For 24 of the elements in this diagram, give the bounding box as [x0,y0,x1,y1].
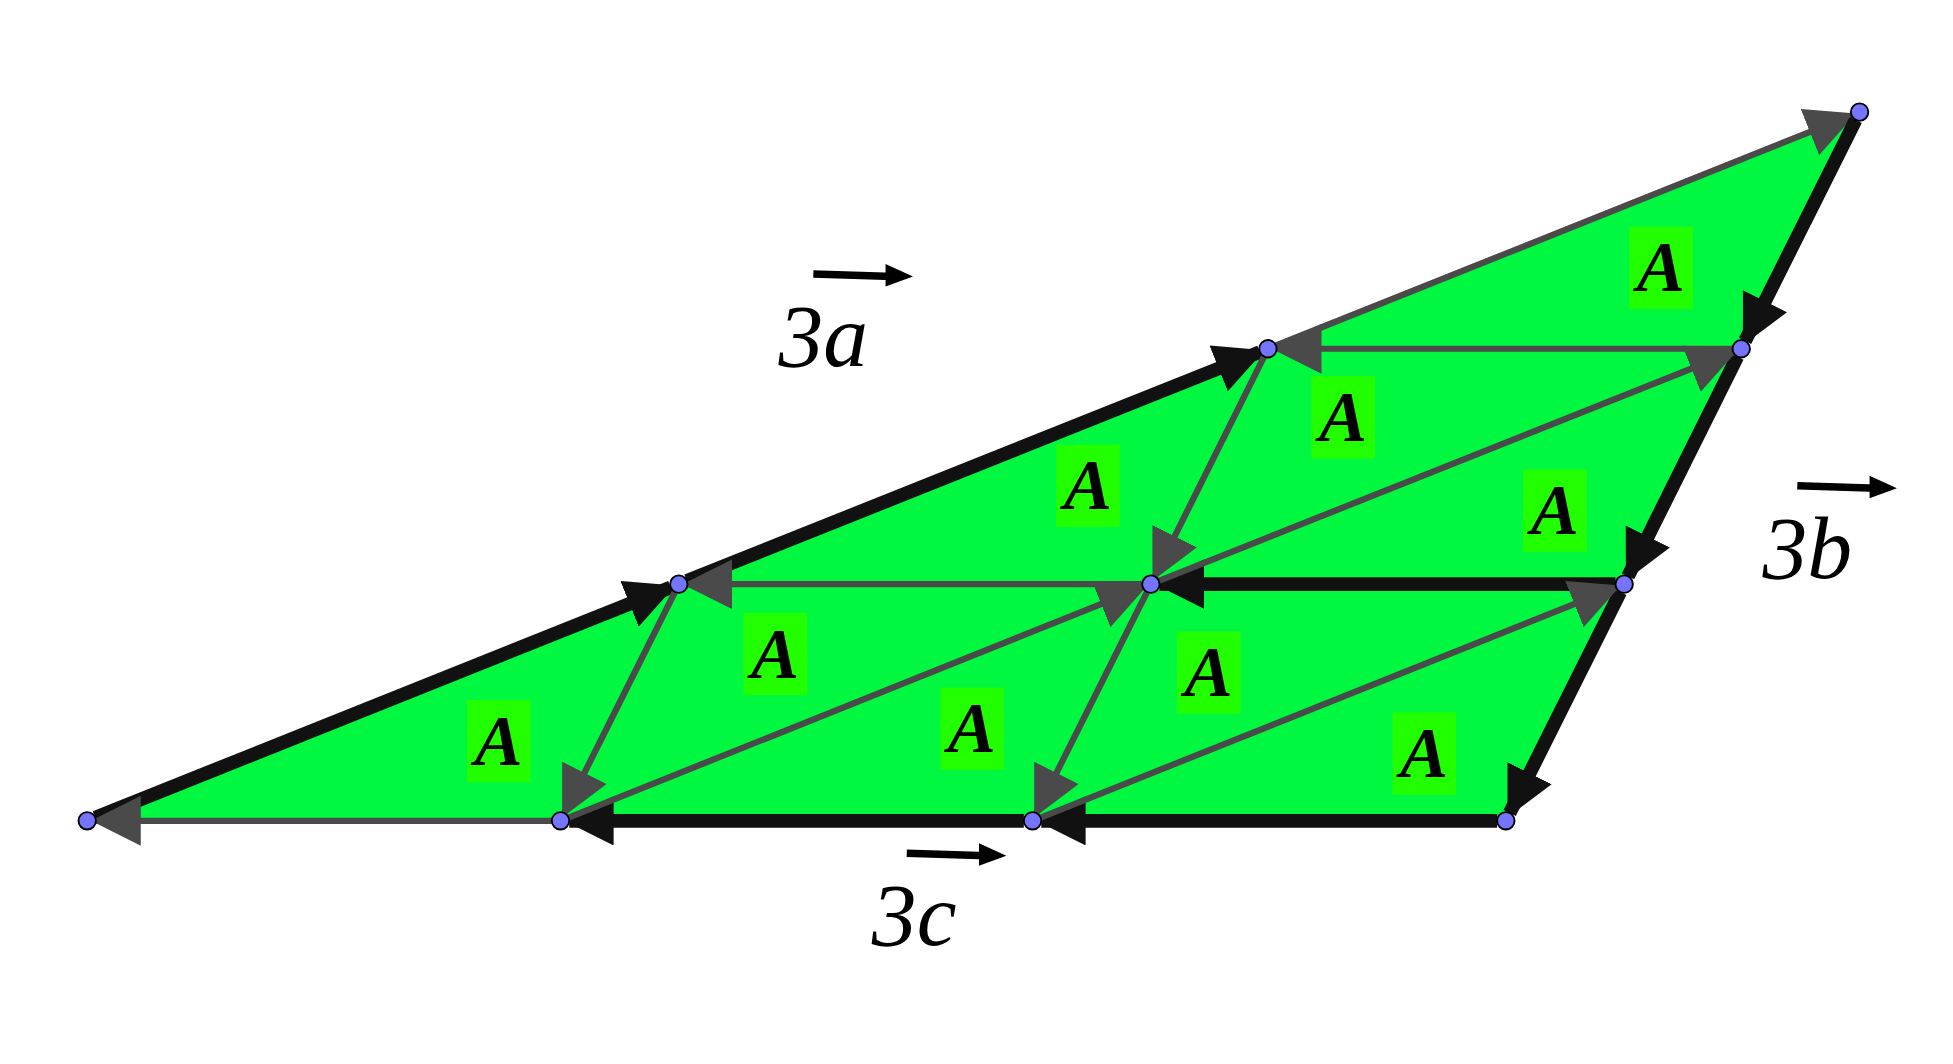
vector-arrow [1503,588,1627,818]
vertex-point [550,811,571,831]
vector-label: 3a [778,291,869,382]
vertex-point [1258,339,1278,359]
vertex-point [1614,574,1634,594]
vertex-point [669,574,689,594]
area-label: A [1523,469,1587,552]
vector-arrow [1739,116,1862,346]
area-label: A [940,687,1004,770]
vertex-point [1141,574,1161,594]
area-label: A [1629,226,1693,309]
area-label: A [1311,376,1375,459]
vertex-point [1731,339,1751,359]
vertex-point [1849,102,1870,122]
vertex-point [77,811,97,831]
area-label: A [1056,444,1120,527]
area-label: A [1177,631,1241,714]
vector-label: 3c [871,870,957,961]
area-label: A [1392,712,1456,795]
area-label: A [467,700,531,783]
area-label: A [743,612,807,695]
vector-label: 3b [1762,503,1853,593]
vector-arrow [1621,353,1744,581]
vertex-point [1496,811,1516,831]
